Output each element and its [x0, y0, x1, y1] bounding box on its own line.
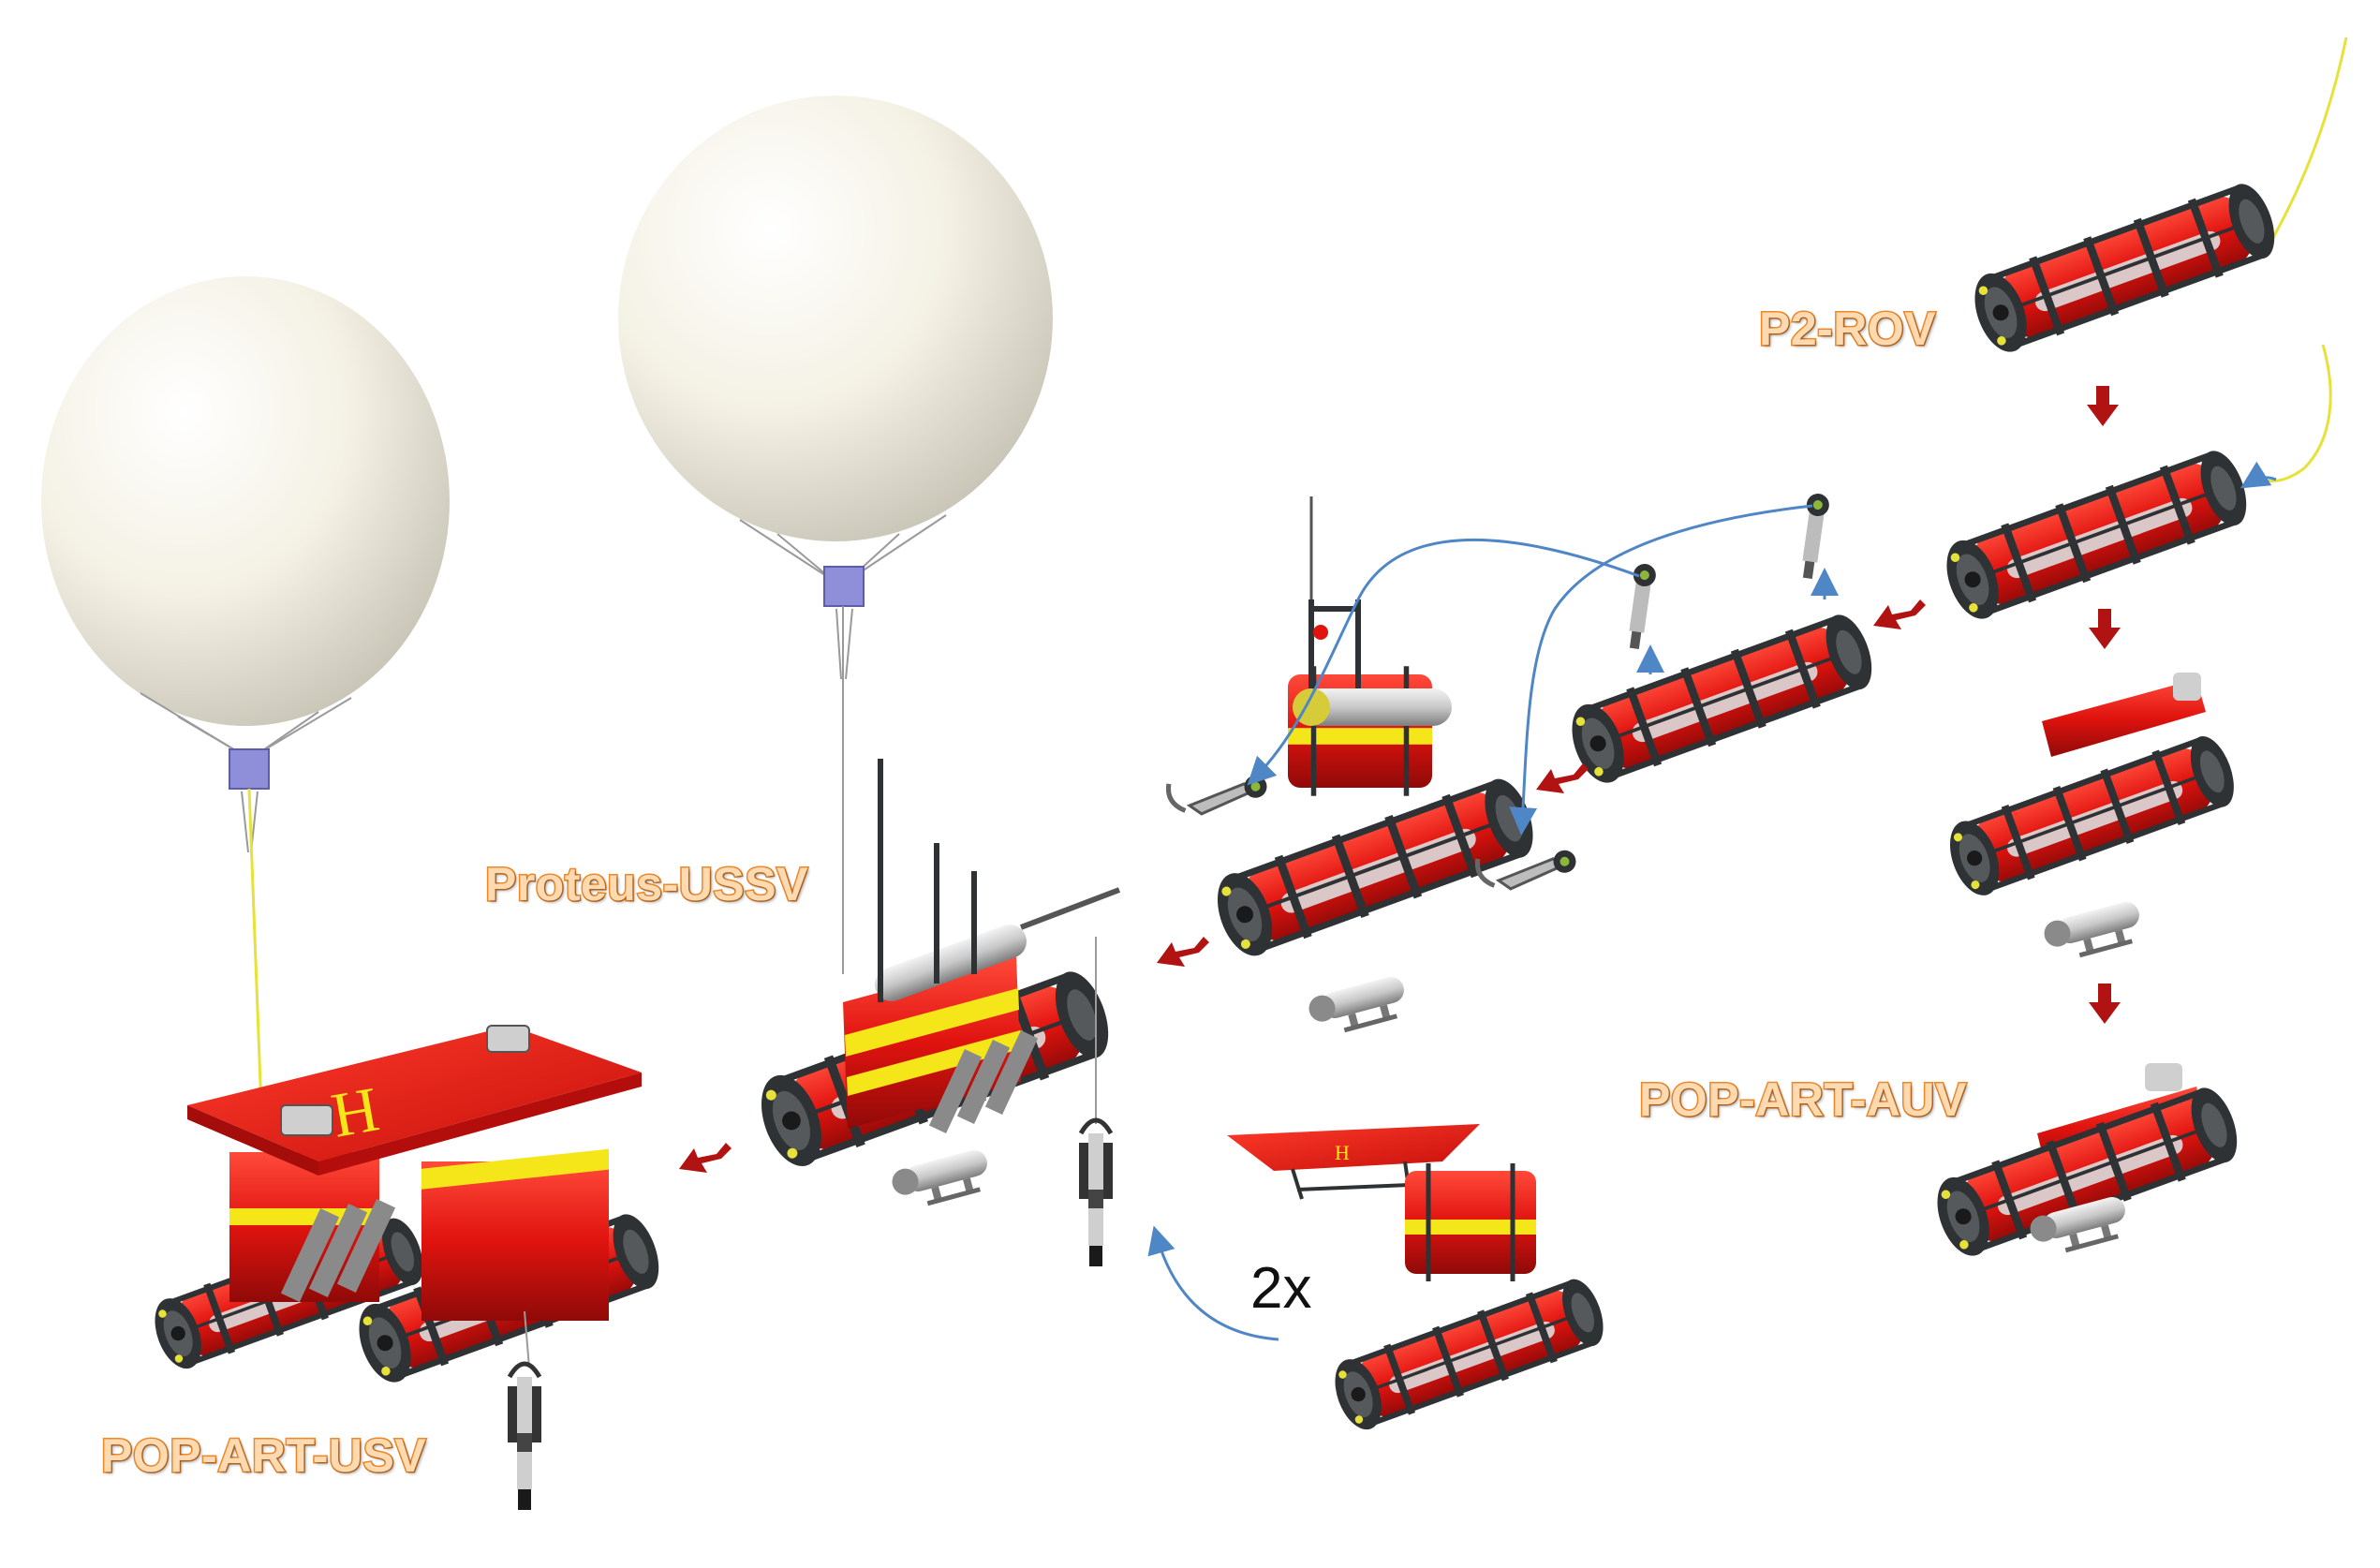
proteus-ussv-vehicle: [750, 759, 1119, 1214]
rov-p2-second: [1937, 443, 2256, 626]
arrow-down-3: [2089, 984, 2121, 1024]
weather-balloon-right: [618, 96, 1053, 974]
arrow-down-2: [2089, 609, 2121, 649]
label-proteus-ussv: Proteus-USSV: [484, 857, 809, 912]
rov-middle-right: [1562, 607, 1882, 790]
label-multiplier: 2x: [1250, 1256, 1312, 1321]
arrow-left-3: [1157, 937, 1209, 967]
launcher-1: [1168, 775, 1269, 817]
sensor-pod-middle: [1306, 973, 1412, 1041]
winch-unit-2: [1796, 492, 1831, 580]
arrow-blue-tether: [2240, 461, 2277, 489]
arrow-blue-winch-to-launcher-2: [1509, 504, 1813, 836]
arrow-blue-2x: [1147, 1225, 1279, 1341]
arrow-left-4: [679, 1143, 732, 1173]
flow-arrows-red: [679, 386, 2121, 1173]
arrow-left-2: [1536, 763, 1589, 793]
label-pop-art-auv: POP-ART-AUV: [1638, 1072, 1968, 1128]
tether-cable-mid: [2261, 344, 2332, 482]
pop-art-auv-vehicle: [1928, 1063, 2247, 1263]
svg-text:H: H: [1335, 1141, 1350, 1164]
pop-art-usv-vehicle: H: [146, 1025, 668, 1389]
arrow-down-1: [2087, 386, 2119, 426]
arrow-left-1: [1873, 599, 1926, 629]
float-module-2x: [1405, 1163, 1536, 1281]
profiler-probe-proteus: [1079, 937, 1113, 1266]
rov-2x: [1326, 1272, 1612, 1436]
arrow-blue-winch-to-launcher: [1247, 539, 1640, 786]
tether-cable-top: [2263, 37, 2348, 254]
label-p2-rov: P2-ROV: [1757, 302, 1937, 357]
winch-unit-1: [1622, 562, 1658, 650]
flow-arrows-blue: [1147, 461, 2277, 1341]
proteus-surface-module: [1288, 496, 1452, 796]
rov-middle-left: [1207, 771, 1543, 963]
profiler-probe-usv: [508, 1364, 541, 1510]
auv-module-third: [1941, 673, 2243, 966]
rov-p2-top: [1965, 176, 2284, 359]
label-pop-art-usv: POP-ART-USV: [99, 1428, 427, 1484]
weather-balloon-left: [41, 276, 450, 1134]
